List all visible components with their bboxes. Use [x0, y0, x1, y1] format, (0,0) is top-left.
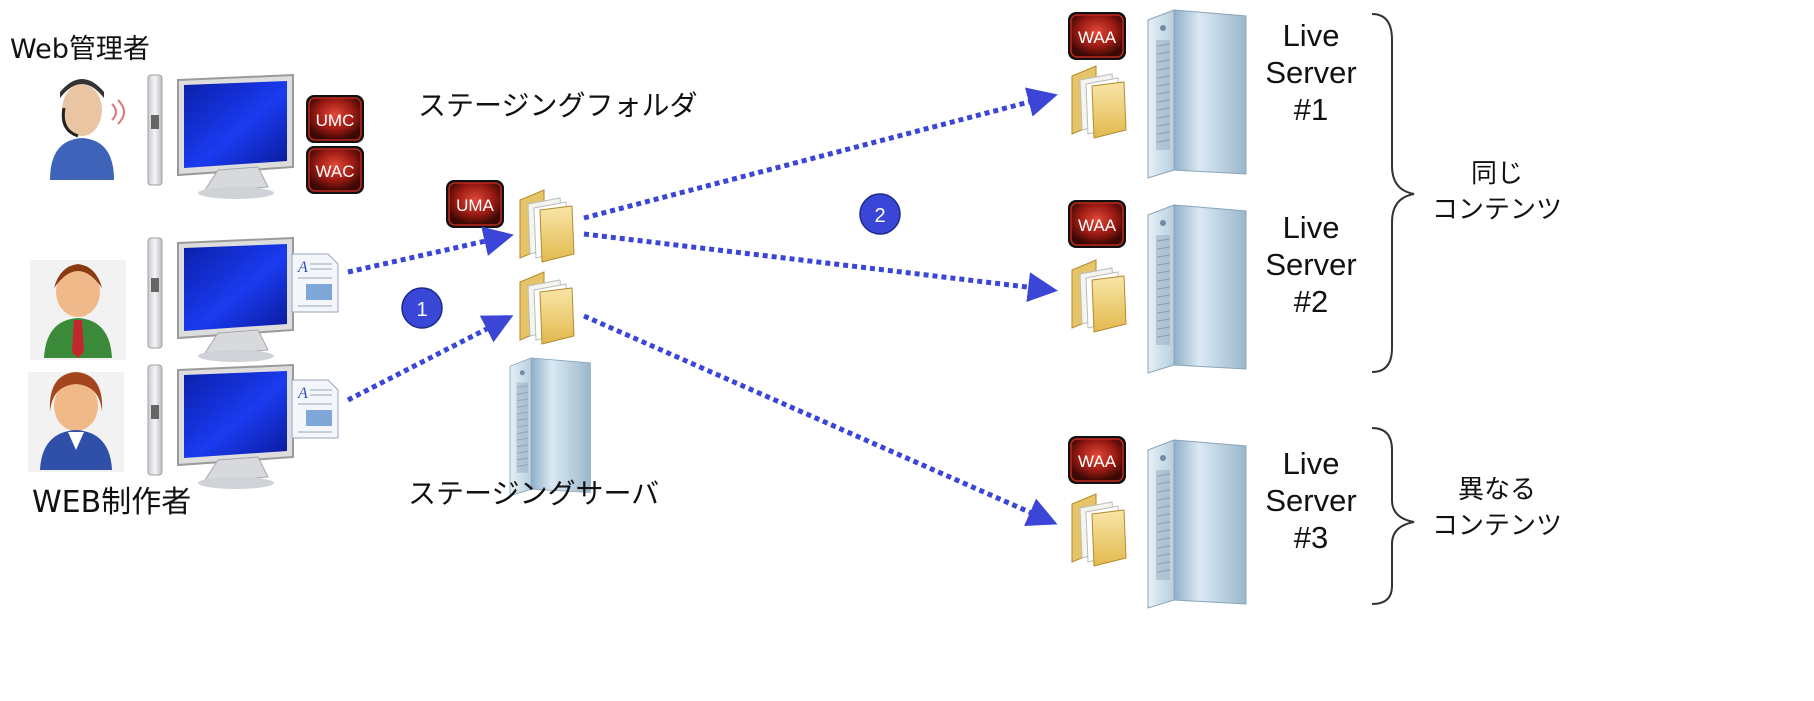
waa-badge-label: WAA: [1078, 216, 1117, 235]
same-content-brace: [1371, 13, 1415, 373]
staging-server-icon: [509, 357, 591, 497]
creator-person-blue-icon: [28, 372, 124, 472]
waa-badge-3: WAA: [1067, 435, 1127, 485]
staging-server-label: ステージングサーバ: [408, 477, 659, 510]
step-1-marker: 1: [401, 287, 443, 329]
server-3-line1: Live: [1283, 446, 1340, 481]
waa-badge-1: WAA: [1067, 11, 1127, 61]
different-content-brace: [1371, 427, 1415, 605]
wac-badge: WAC: [305, 145, 365, 195]
arrow-creator2-to-folder: [346, 315, 514, 403]
live-server-icon-3: [1147, 439, 1247, 609]
server-2-line3: #2: [1294, 284, 1328, 319]
staging-folder-label: ステージングフォルダ: [418, 89, 697, 122]
server-1-line3: #1: [1294, 92, 1328, 127]
step-2-label: 2: [874, 205, 885, 227]
server-1-line2: Server: [1265, 55, 1356, 90]
server-1-line1: Live: [1283, 18, 1340, 53]
live-server-icon-1: [1147, 9, 1247, 179]
live-server-icon-2: [1147, 204, 1247, 374]
creator-person-green-icon: [30, 260, 126, 360]
document-icon-1: [291, 253, 339, 313]
admin-person-icon: [50, 79, 125, 180]
staging-folder-icon-2: [519, 271, 575, 345]
wac-badge-label: WAC: [315, 162, 354, 181]
umc-badge-label: UMC: [316, 111, 355, 130]
web-creator-label: WEB制作者: [32, 485, 191, 520]
live-folder-icon-3: [1071, 493, 1127, 567]
waa-badge-label: WAA: [1078, 452, 1117, 471]
arrow-folder-to-server2: [583, 231, 1058, 303]
server-3-line2: Server: [1265, 483, 1356, 518]
server-2-line2: Server: [1265, 247, 1356, 282]
step-2-marker: 2: [859, 193, 901, 235]
creator-monitor-2-icon: [147, 364, 294, 490]
staging-folder-icon-1: [519, 189, 575, 263]
admin-monitor-icon: [147, 74, 294, 200]
live-folder-icon-1: [1071, 65, 1127, 139]
same-content-label-line1: 同じ: [1471, 159, 1523, 189]
arrow-folder-to-server3: [582, 313, 1058, 527]
different-content-label-line2: コンテンツ: [1432, 511, 1562, 541]
different-content-label-line1: 異なる: [1458, 475, 1536, 505]
waa-badge-2: WAA: [1067, 199, 1127, 249]
uma-badge-label: UMA: [456, 196, 494, 215]
web-admin-label: Web管理者: [10, 34, 150, 65]
waa-badge-label: WAA: [1078, 28, 1117, 47]
document-icon-2: [291, 379, 339, 439]
uma-badge: UMA: [445, 179, 505, 229]
live-folder-icon-2: [1071, 259, 1127, 333]
arrow-creator1-to-folder: [347, 226, 514, 275]
server-2-line1: Live: [1283, 210, 1340, 245]
same-content-label-line2: コンテンツ: [1432, 195, 1562, 225]
umc-badge: UMC: [305, 94, 365, 144]
creator-monitor-1-icon: [147, 237, 294, 363]
server-3-line3: #3: [1294, 520, 1328, 555]
step-1-label: 1: [416, 299, 427, 321]
